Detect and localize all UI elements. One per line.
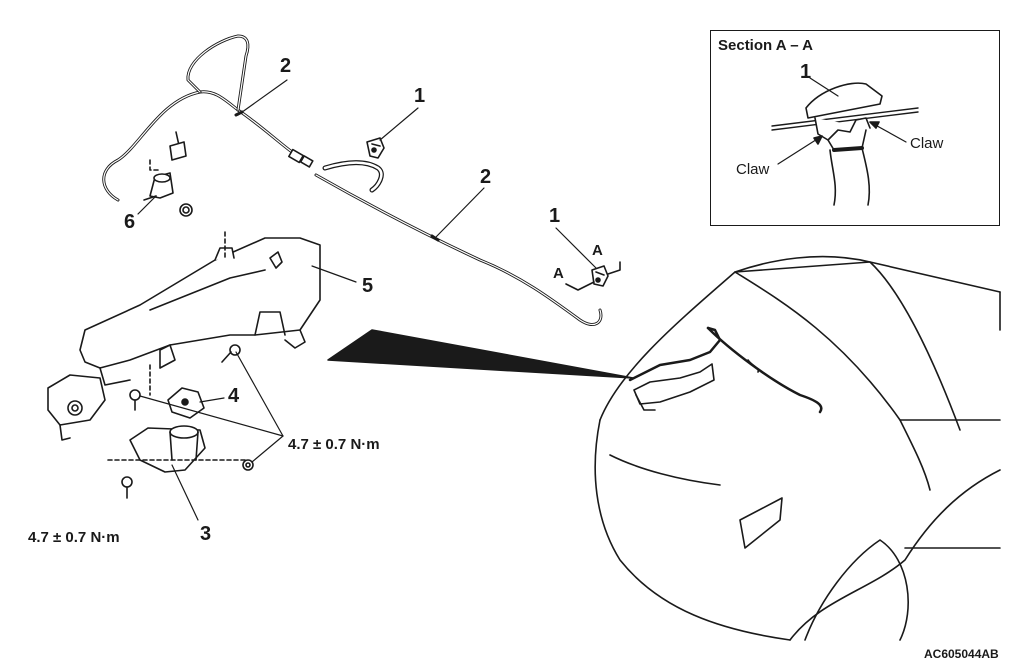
inset-part-number: 1 [800,61,812,83]
nozzle-right-drawing [565,261,621,291]
callout-nozzle-right: 1 [549,205,561,227]
document-id: AC605044AB [924,647,999,661]
callout-check-valve: 6 [124,211,136,233]
callout-nozzle-left: 1 [414,85,426,107]
inset-claw-left: Claw [736,161,770,178]
bolt-drawing [121,344,254,499]
callout-hose-lower: 2 [480,166,492,188]
torque-spec-right: 4.7 ± 0.7 N·m [288,436,380,453]
tank-drawing [47,231,321,441]
callout-motor: 4 [228,385,240,407]
zoom-wedge [327,329,634,379]
section-mark-a-upper: A [592,242,603,259]
section-mark-a-lower: A [553,265,564,282]
motor-drawing [167,387,205,419]
hose-lower-drawing [314,173,603,326]
inset-claw-right: Claw [910,135,944,152]
check-valve-drawing [143,131,193,217]
hose-upper-drawing [102,34,314,202]
section-inset [710,30,1000,226]
inset-drawing [771,77,919,206]
torque-spec-left: 4.7 ± 0.7 N·m [28,529,120,546]
inset-title: Section A – A [718,37,814,54]
hose-nozzle-short [322,160,384,193]
nozzle-upper-drawing [366,137,385,159]
callout-level-sensor: 3 [200,523,212,545]
callout-tank: 5 [362,275,374,297]
leader-lines [137,79,597,521]
car-drawing [594,255,1001,641]
sensor-drawing [107,425,249,473]
callout-hose-upper: 2 [280,55,292,77]
